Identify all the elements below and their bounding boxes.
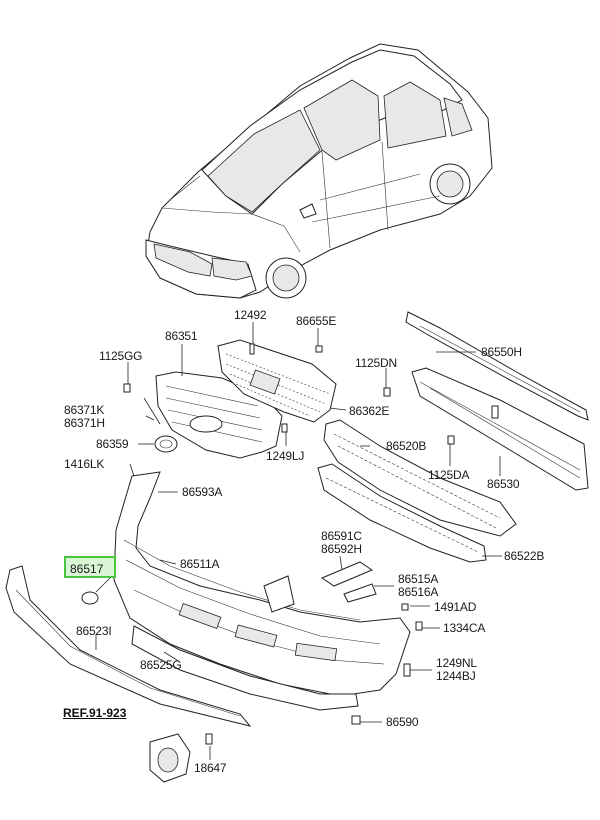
grille-assembly-drawing bbox=[123, 339, 337, 459]
callout-1334CA: 1334CA bbox=[443, 621, 486, 635]
callout-86520B: 86520B bbox=[386, 439, 427, 453]
callout-1491AD: 1491AD bbox=[434, 600, 477, 614]
beam-drawing bbox=[383, 311, 589, 491]
callout-86362E: 86362E bbox=[349, 404, 390, 418]
car-illustration bbox=[145, 43, 493, 299]
callout-1125DN: 1125DN bbox=[355, 356, 397, 370]
callout-86371K: 86371K bbox=[64, 403, 105, 417]
bumper-drawing bbox=[5, 471, 423, 745]
callout-86359: 86359 bbox=[96, 437, 129, 451]
callout-86592H: 86592H bbox=[321, 542, 362, 556]
callout-18647: 18647 bbox=[194, 761, 227, 775]
callout-1249LJ: 1249LJ bbox=[266, 449, 305, 463]
callout-1244BJ: 1244BJ bbox=[436, 669, 476, 683]
callout-86516A: 86516A bbox=[398, 585, 439, 599]
callout-86593A: 86593A bbox=[182, 485, 223, 499]
callout-86550H: 86550H bbox=[481, 345, 522, 359]
callout-86511A: 86511A bbox=[180, 557, 220, 571]
highlighted-callout-label: 86517 bbox=[70, 562, 104, 576]
absorber-drawing bbox=[317, 419, 517, 611]
highlighted-callout-86517[interactable]: 86517 bbox=[64, 556, 116, 578]
callout-1416LK: 1416LK bbox=[64, 457, 105, 471]
callout-1125GG: 1125GG bbox=[99, 349, 143, 363]
fog-lamp-drawing bbox=[149, 733, 191, 783]
callout-86515A: 86515A bbox=[398, 572, 439, 586]
callout-86522B: 86522B bbox=[504, 549, 545, 563]
callout-86523I: 86523I bbox=[76, 624, 112, 638]
callout-86530: 86530 bbox=[487, 477, 520, 491]
callout-86591C: 86591C bbox=[321, 529, 362, 543]
leader-lines bbox=[95, 322, 502, 760]
callout-86655E: 86655E bbox=[296, 314, 337, 328]
callout-86371H: 86371H bbox=[64, 416, 105, 430]
callout-86351: 86351 bbox=[165, 329, 198, 343]
callout-86525G: 86525G bbox=[140, 658, 182, 672]
callout-1249NL: 1249NL bbox=[436, 656, 477, 670]
reference-link[interactable]: REF.91-923 bbox=[63, 706, 127, 720]
callout-12492: 12492 bbox=[234, 308, 267, 322]
callout-1125DA: 1125DA bbox=[428, 468, 470, 482]
callout-86590: 86590 bbox=[386, 715, 419, 729]
